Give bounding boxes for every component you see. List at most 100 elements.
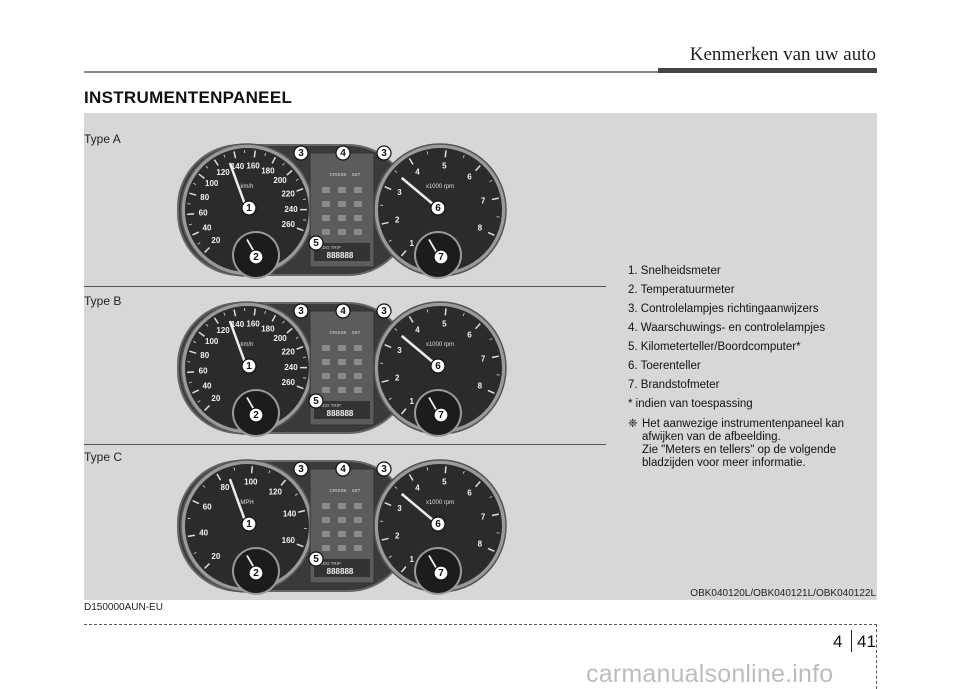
warning-lamp-icon [338, 187, 346, 193]
gauge-tick [233, 309, 237, 317]
gauge-tick [197, 400, 201, 403]
gauge-tick-label: 1 [409, 239, 414, 248]
footer-rule [84, 624, 877, 625]
warning-lamp-icon [338, 345, 346, 351]
gauge-tick-label: 8 [478, 540, 483, 549]
gauge-tick-label: 2 [395, 531, 400, 540]
gauge-tick [268, 470, 271, 474]
gauge-tick [462, 154, 465, 159]
type-c-label: Type C [84, 450, 123, 464]
gauge-tick [400, 250, 407, 257]
gauge-tick [444, 150, 447, 158]
gauge-tick [489, 337, 493, 341]
legend-item: 5. Kilometerteller/Boordcomputer* [628, 341, 801, 353]
gauge-tick-label: 40 [203, 381, 212, 390]
gauge-tick-label: 200 [273, 334, 287, 343]
warning-lamp-icon [322, 503, 330, 509]
gauge-tick-label: 240 [284, 363, 298, 372]
warning-lamp-icon [322, 387, 330, 393]
header-tab-bar [658, 68, 877, 73]
gauge-tick [253, 308, 257, 316]
gauge-tick [295, 336, 299, 339]
gauge-tick-label: 6 [467, 330, 472, 339]
gauge-tick-label: 4 [415, 167, 420, 176]
gauge-tick [487, 231, 495, 237]
legend-note: ❈ Het aanwezige instrumentenpaneel kan a… [628, 418, 878, 470]
gauge-tick-label: 3 [397, 504, 402, 513]
gauge-tick [192, 389, 200, 394]
gauge-tick-label: 1 [409, 555, 414, 564]
gauge-tick [189, 350, 197, 354]
section-number: 4 [833, 632, 843, 651]
warning-lamp-icon [338, 215, 346, 221]
odometer-label: ODO TRIP [319, 403, 341, 408]
callout-number: 5 [313, 396, 319, 407]
gauge-unit-label: x1000 rpm [426, 184, 454, 190]
gauge-tick-label: 140 [231, 162, 245, 171]
callout-badge [293, 303, 309, 319]
gauge-tick [223, 154, 226, 158]
gauge-tick-label: 180 [261, 166, 275, 175]
gauge-tick [286, 169, 293, 176]
gauge-tick-label: 240 [284, 205, 298, 214]
callout-number: 5 [313, 554, 319, 565]
gauge-unit-label: MPH [240, 500, 253, 506]
gauge-tick [400, 566, 407, 573]
gauge-tick-label: 220 [281, 189, 295, 198]
callout-number: 1 [246, 203, 252, 214]
center-label: SET [352, 330, 361, 335]
gauge-tick [193, 551, 197, 555]
callout-badge [433, 407, 449, 423]
gauge-tick [295, 178, 299, 181]
gauge-tick [426, 151, 429, 155]
warning-lamp-icon [322, 229, 330, 235]
callout-badge [335, 303, 351, 319]
gauge-tick [381, 537, 389, 541]
gauge-tick-label: 220 [281, 347, 295, 356]
odometer-display [314, 559, 370, 577]
callout-badge [335, 145, 351, 161]
gauge-tick-label: 1 [409, 397, 414, 406]
gauge-tick [192, 231, 200, 236]
gauge-tick [426, 309, 429, 313]
header-title: Kenmerken van uw auto [689, 44, 876, 65]
gauge-tick [462, 312, 465, 317]
center-label: CRUISE [329, 172, 346, 177]
gauge-tick-label: 60 [203, 503, 212, 512]
warning-lamp-icon [354, 345, 362, 351]
gauge-tick [296, 543, 304, 548]
odometer-label: ODO TRIP [319, 245, 341, 250]
callout-number: 3 [298, 148, 304, 159]
gauge-tick [462, 470, 465, 475]
center-label: SET [352, 488, 361, 493]
gauge-tick-label: 40 [203, 223, 212, 232]
gauge-tick [388, 555, 392, 558]
gauge-tick [188, 381, 192, 384]
gauge-tick [205, 165, 209, 169]
warning-lamp-icon [322, 215, 330, 221]
gauge-tick-label: 160 [246, 162, 260, 171]
callout-number: 5 [313, 238, 319, 249]
gauge-tick [487, 547, 495, 553]
gauge-tick [193, 182, 197, 185]
gauge-tick-label: 8 [478, 224, 483, 233]
note-line: bladzijden voor meer informatie. [642, 457, 806, 469]
gauge-tick [384, 502, 392, 507]
gauge-tick [381, 379, 389, 383]
callout-number: 3 [381, 464, 387, 475]
callout-number: 4 [340, 464, 346, 475]
gauge-tick [282, 162, 285, 166]
gauge-tick-label: 140 [231, 320, 245, 329]
gauge-tick [198, 173, 205, 179]
header-rule [84, 71, 877, 73]
document-code: D150000AUN-EU [84, 602, 163, 613]
gauge-tick-label: 5 [442, 161, 447, 170]
warning-lamp-icon [354, 229, 362, 235]
callout-badge [335, 461, 351, 477]
gauge-tick [408, 474, 414, 481]
gauge-tick [296, 227, 304, 232]
warning-lamp-icon [354, 545, 362, 551]
callout-number: 4 [340, 148, 346, 159]
